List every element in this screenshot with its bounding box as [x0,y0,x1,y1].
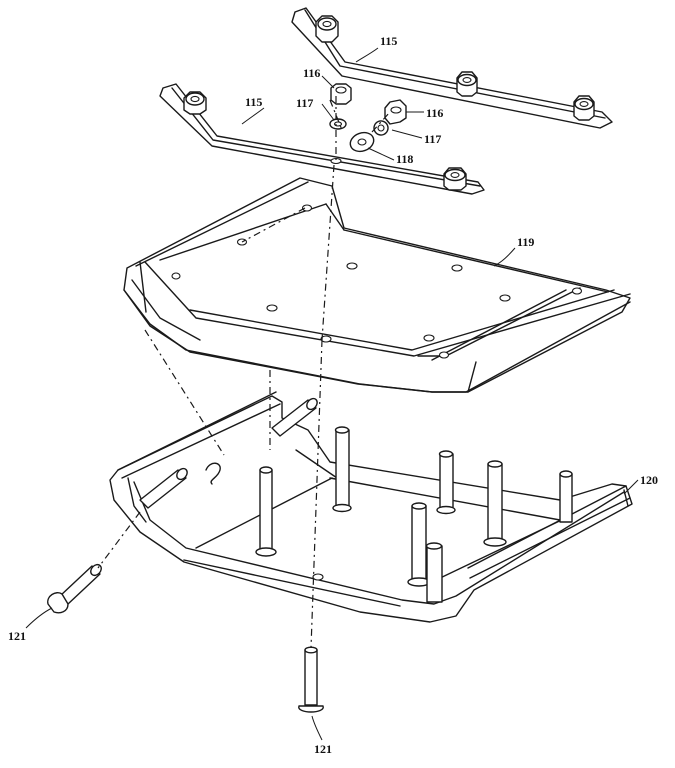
hex-nut-upper-1 [315,15,339,43]
label-115-upper: 115 [380,34,397,48]
hex-nut-left-2 [443,167,467,191]
stud-1 [255,466,277,557]
label-119: 119 [517,235,534,249]
label-121-side: 121 [8,629,26,643]
label-115-left: 115 [245,95,262,109]
nut-116-a [330,83,352,105]
hex-nut-left-1 [183,91,207,115]
side-bolt-121 [47,563,102,614]
lower-tray-120 [109,391,633,623]
stud-slant-2 [271,397,318,437]
label-116-b: 116 [426,106,443,120]
assembly-axis-lines [97,96,391,649]
bracket-115-upper [291,7,613,129]
leader-lines [25,47,639,741]
label-120: 120 [640,473,658,487]
hex-nut-upper-2 [456,71,478,97]
stud-6 [407,502,431,587]
stud-7 [425,542,443,603]
label-116-a: 116 [303,66,320,80]
clip-ring [205,462,221,485]
label-118: 118 [396,152,413,166]
bottom-bolt-121 [298,646,324,713]
label-117-a: 117 [296,96,313,110]
label-121-bottom: 121 [314,742,332,756]
flat-washer-118 [349,131,375,153]
bracket-115-left [159,83,485,195]
label-117-b: 117 [424,132,441,146]
upper-tray-119 [123,177,631,393]
nut-116-b [384,99,407,125]
part-labels: 115 115 116 116 117 117 118 119 120 121 … [8,34,658,756]
stud-2 [332,426,352,513]
washer-117-b [373,120,389,136]
stud-slant-1 [139,467,188,509]
stud-4 [483,460,507,547]
stud-3 [436,450,456,515]
stud-5 [559,470,573,523]
hex-nut-upper-3 [573,95,595,121]
